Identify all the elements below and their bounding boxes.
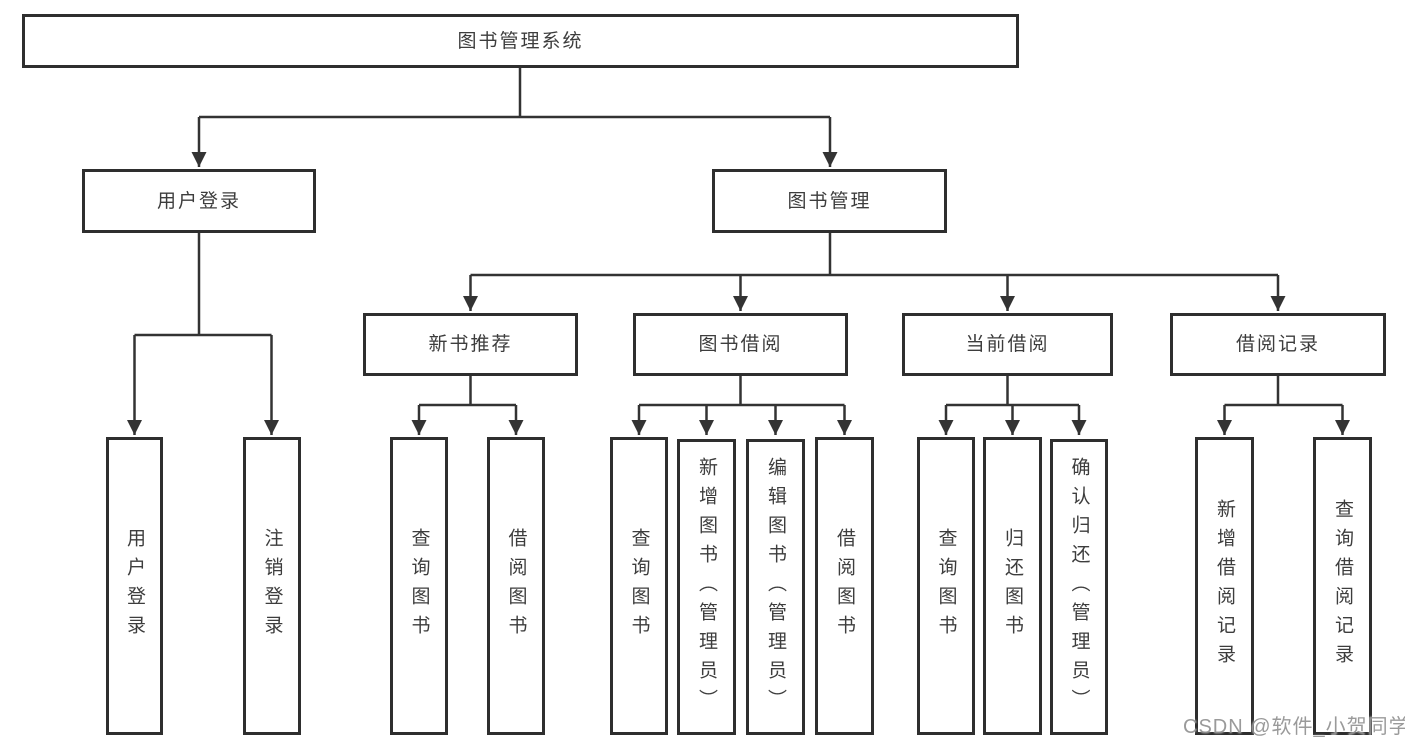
node-label: 借阅图书 <box>834 528 855 644</box>
node-label: 查询图书 <box>628 528 650 644</box>
node-label: 用户登录 <box>156 190 241 212</box>
node-book-borrowing: 图书借阅 <box>633 313 848 376</box>
node-label: 查询借阅记录 <box>1332 499 1353 673</box>
node-label: 新增图书（管理员） <box>696 456 717 718</box>
leaf-edit-books-admin: 编辑图书（管理员） <box>746 439 805 735</box>
leaf-add-books-admin: 新增图书（管理员） <box>677 439 736 735</box>
node-label: 确认归还（管理员） <box>1068 456 1090 718</box>
leaf-borrow-books-recommend: 借阅图书 <box>487 437 545 735</box>
node-label: 注销登录 <box>261 528 283 644</box>
node-borrowing-records: 借阅记录 <box>1170 313 1386 376</box>
node-book-management: 图书管理 <box>712 169 947 233</box>
node-label: 查询图书 <box>935 528 957 644</box>
leaf-logout: 注销登录 <box>243 437 301 735</box>
node-label: 编辑图书（管理员） <box>765 456 786 718</box>
node-new-book-recommendation: 新书推荐 <box>363 313 578 376</box>
leaf-confirm-return-admin: 确认归还（管理员） <box>1050 439 1108 735</box>
leaf-borrow-books: 借阅图书 <box>815 437 874 735</box>
leaf-add-borrow-record: 新增借阅记录 <box>1195 437 1254 735</box>
node-label: 图书管理 <box>787 190 872 212</box>
node-label: 查询图书 <box>408 528 430 644</box>
leaf-query-books-borrow: 查询图书 <box>610 437 668 735</box>
leaf-user-login: 用户登录 <box>106 437 163 735</box>
watermark: CSDN @软件_小贺同学 <box>1183 716 1405 738</box>
leaf-query-borrow-record: 查询借阅记录 <box>1313 437 1372 735</box>
leaf-query-books-recommend: 查询图书 <box>390 437 448 735</box>
leaf-query-books-current: 查询图书 <box>917 437 975 735</box>
node-label: 当前借阅 <box>965 334 1050 355</box>
node-label: 归还图书 <box>1002 528 1023 644</box>
node-label: 用户登录 <box>124 528 145 644</box>
node-label: 图书借阅 <box>698 334 783 355</box>
node-label: 新增借阅记录 <box>1214 499 1235 673</box>
node-label: 借阅图书 <box>505 528 527 644</box>
node-book-management-system: 图书管理系统 <box>22 14 1019 68</box>
node-label: 借阅记录 <box>1235 334 1320 355</box>
node-label: 图书管理系统 <box>457 30 584 52</box>
node-current-borrowing: 当前借阅 <box>902 313 1113 376</box>
node-label: 新书推荐 <box>428 334 513 355</box>
node-user-login: 用户登录 <box>82 169 316 233</box>
leaf-return-books: 归还图书 <box>983 437 1042 735</box>
